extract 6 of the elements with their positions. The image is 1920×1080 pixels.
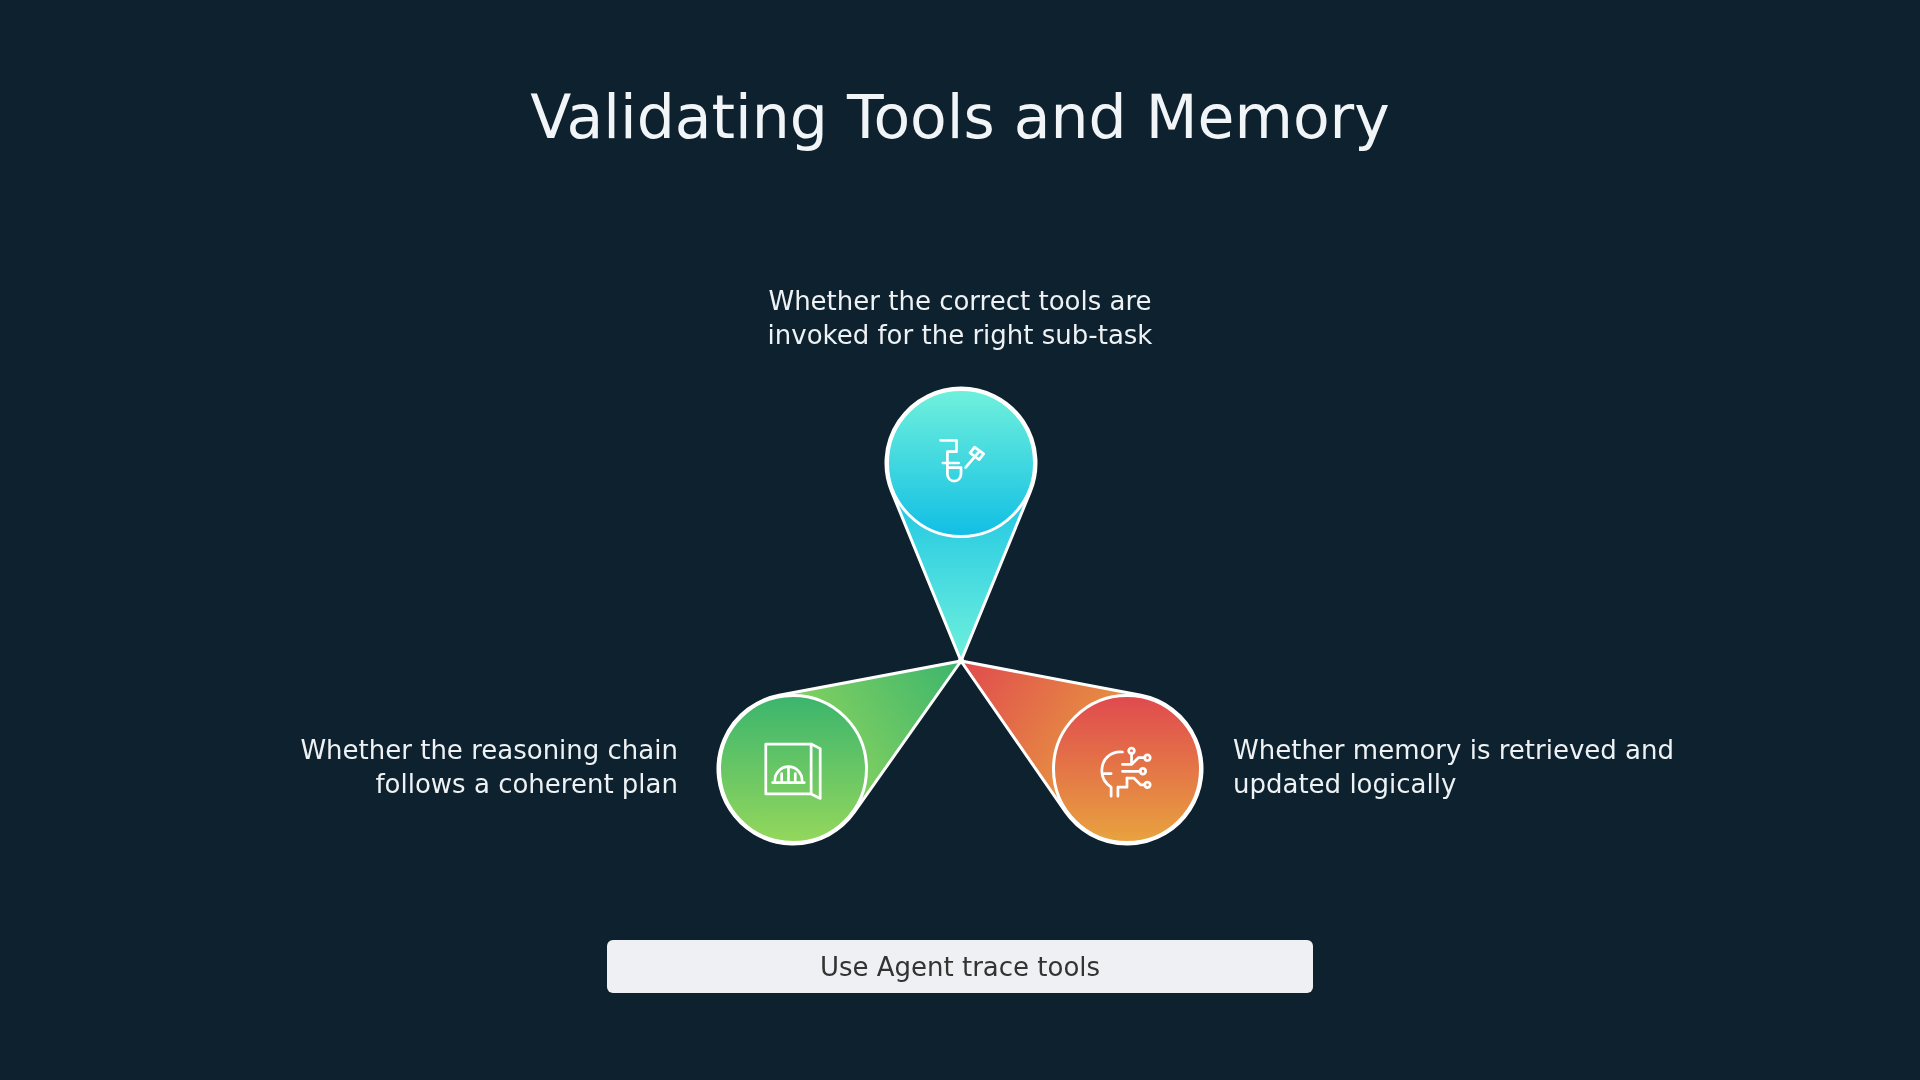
description-text: Whether the reasoning chain follows a coherent plan: [299, 734, 678, 801]
description-text: Whether memory is retrieved and updated logically: [1233, 734, 1676, 801]
note-text: Use Agent trace tools: [819, 951, 1101, 982]
title: Validating Tools and Memory: [529, 82, 1391, 152]
note-bar: [607, 940, 1313, 993]
description-text: Whether the correct tools are invoked for the right sub-task: [766, 285, 1154, 352]
